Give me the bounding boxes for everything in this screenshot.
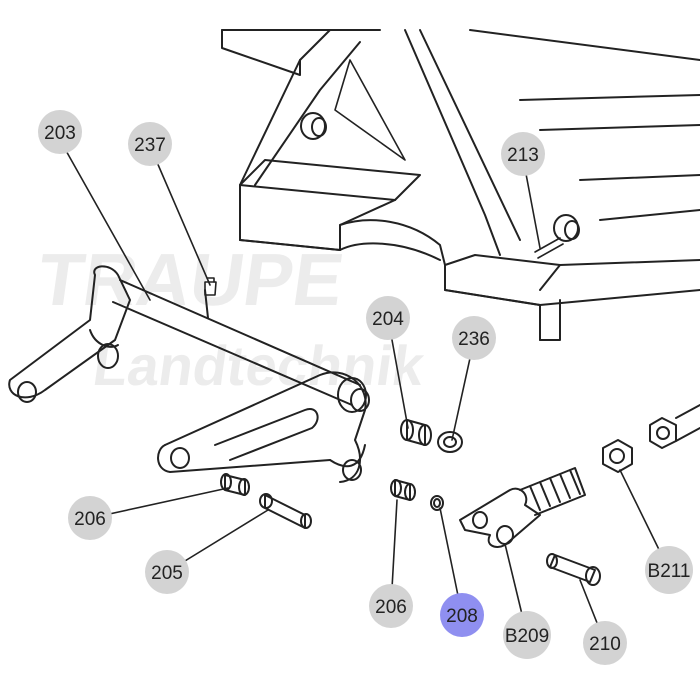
callout-label: 208: [446, 606, 478, 627]
callout-210[interactable]: 210: [583, 621, 627, 665]
pin-205: [259, 493, 312, 529]
nut-B211: [602, 439, 633, 473]
callout-label: B211: [648, 561, 691, 582]
watermark-brand: TRAUPE: [33, 238, 349, 321]
callout-213[interactable]: 213: [501, 132, 545, 176]
bushing-206-left: [220, 473, 250, 496]
callout-206-left[interactable]: 206: [68, 496, 112, 540]
callout-236[interactable]: 236: [452, 316, 496, 360]
bushing-204: [400, 419, 432, 446]
callout-label: 203: [44, 123, 76, 144]
callout-label: 206: [375, 597, 407, 618]
callout-208-selected[interactable]: 208: [440, 593, 484, 637]
callout-label: 206: [74, 509, 106, 530]
bushing-206-right: [390, 479, 416, 501]
callout-label: 213: [507, 145, 539, 166]
threaded-rod: [649, 404, 700, 449]
callout-label: 237: [134, 135, 166, 156]
callout-label: 204: [372, 309, 404, 330]
callouts: 203 237 213 204 236 206 205 206: [38, 110, 693, 665]
callout-label: B209: [505, 626, 549, 647]
callout-B209[interactable]: B209: [503, 611, 551, 659]
callout-label: 205: [151, 563, 183, 584]
callout-label: 236: [458, 329, 490, 350]
pin-210: [546, 553, 601, 586]
callout-237[interactable]: 237: [128, 122, 172, 166]
callout-B211[interactable]: B211: [645, 546, 693, 594]
callout-205[interactable]: 205: [145, 550, 189, 594]
ring-208: [430, 495, 444, 511]
callout-204[interactable]: 204: [366, 296, 410, 340]
callout-label: 210: [589, 634, 621, 655]
callout-203[interactable]: 203: [38, 110, 82, 154]
lift-arm: [157, 371, 367, 483]
hitch-frame: [221, 29, 700, 341]
washer-236: [437, 431, 463, 453]
clevis-B209: [459, 467, 586, 548]
callout-206-right[interactable]: 206: [369, 584, 413, 628]
